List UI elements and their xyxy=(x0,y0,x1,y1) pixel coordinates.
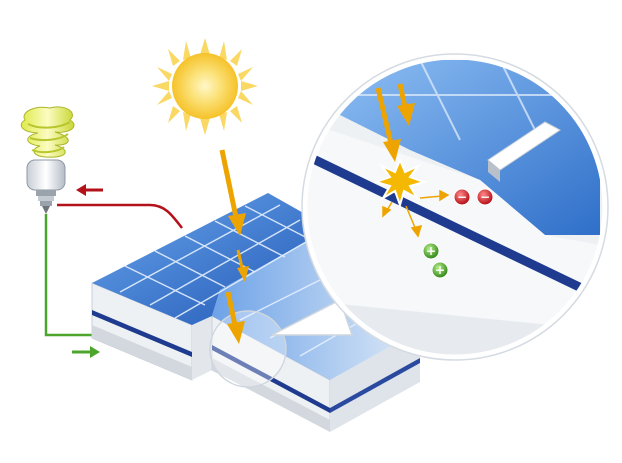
current-arrow xyxy=(72,346,100,358)
magnifier-target xyxy=(209,310,287,388)
electron-icon: − xyxy=(453,188,471,206)
hole-symbol: + xyxy=(426,244,436,258)
photon-impact-spark xyxy=(372,157,428,209)
photon-arrow xyxy=(219,149,246,236)
hole-icon: + xyxy=(422,242,440,260)
magnifier-callout: − − + + xyxy=(301,53,609,361)
hole-symbol: + xyxy=(435,263,445,277)
solar-panel xyxy=(91,193,420,432)
photon-arrow xyxy=(225,291,245,344)
electron-symbol: − xyxy=(480,190,490,204)
electron-symbol: − xyxy=(457,190,467,204)
photon-arrow xyxy=(375,87,401,162)
photon-arrow xyxy=(236,249,249,282)
sun-icon xyxy=(152,38,258,135)
current-arrow xyxy=(76,184,103,196)
hole-icon: + xyxy=(431,261,449,279)
electron-icon: − xyxy=(476,188,494,206)
negative-wire xyxy=(57,203,183,229)
photon-arrow xyxy=(397,83,415,126)
cfl-bulb-icon xyxy=(20,106,75,214)
callout-pointer xyxy=(271,298,354,336)
